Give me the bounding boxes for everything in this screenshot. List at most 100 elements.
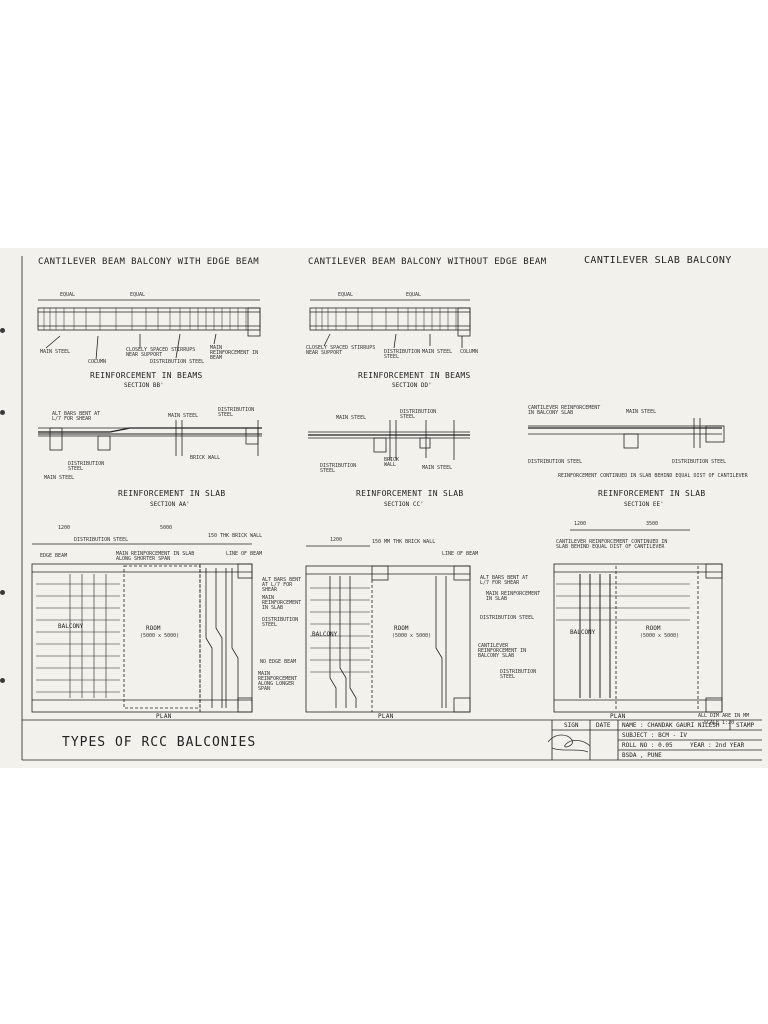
caption-plan-2: PLAN <box>378 713 394 720</box>
punch-hole <box>0 678 5 683</box>
caption-section-ee: SECTION EE' <box>624 501 664 508</box>
label-main-steel: MAIN STEEL <box>44 475 75 481</box>
dim-1200: 1200 <box>574 521 587 527</box>
label-main-steel: MAIN STEEL <box>168 413 199 419</box>
label-line-of-beam: LINE OF BEAM <box>226 551 263 557</box>
plan-1 <box>31 543 253 713</box>
label-main-steel: MAIN STEEL <box>422 349 453 355</box>
label-closely-spaced: CLOSELY SPACED STIRRUPS NEAR SUPPORT <box>126 347 196 358</box>
tb-subject: SUBJECT : BCM - IV <box>622 732 688 739</box>
label-distribution-steel: DISTRIBUTION STEEL <box>218 407 255 418</box>
label-main-steel: MAIN STEEL <box>422 465 453 471</box>
caption-beams-2: REINFORCEMENT IN BEAMS <box>358 371 471 380</box>
caption-section-cc: SECTION CC' <box>384 501 424 508</box>
plan-2 <box>305 545 471 713</box>
label-distribution-steel: DISTRIBUTION STEEL <box>500 669 537 680</box>
dim-equal: EQUAL <box>406 292 422 298</box>
scale-note: ALL DIM ARE IN MM <box>698 713 750 719</box>
label-brick-wall: BRICK WALL <box>190 455 221 461</box>
linework <box>21 256 762 761</box>
caption-slab-1: REINFORCEMENT IN SLAB <box>118 489 226 498</box>
label-room: ROOM <box>646 625 661 632</box>
label-distribution-steel: DISTRIBUTION STEEL <box>320 463 357 474</box>
label-main-reinf-slab: MAIN REINFORCEMENT IN SLAB <box>486 591 541 602</box>
tb-name: NAME : CHANDAK GAURI NILESH <box>622 722 720 729</box>
caption-beams-1: REINFORCEMENT IN BEAMS <box>90 371 203 380</box>
dim-equal: EQUAL <box>338 292 354 298</box>
label-distribution-steel: DISTRIBUTION STEEL <box>672 459 727 465</box>
caption-section-dd: SECTION DD' <box>392 382 432 389</box>
drawing-sheet: CANTILEVER BEAM BALCONY WITH EDGE BEAM C… <box>0 248 768 768</box>
label-balcony: BALCONY <box>570 629 596 636</box>
beam-elevation-2 <box>309 299 471 349</box>
label-alt-bars: ALT BARS BENT AT L/7 FOR SHEAR <box>52 411 101 422</box>
drawing-title: TYPES OF RCC BALCONIES <box>62 735 257 750</box>
slab-section-1 <box>38 420 262 456</box>
label-distribution-steel: DISTRIBUTION STEEL <box>480 615 535 621</box>
label-balcony: BALCONY <box>312 631 338 638</box>
label-room: ROOM <box>394 625 409 632</box>
title-without-edge-beam: CANTILEVER BEAM BALCONY WITHOUT EDGE BEA… <box>308 257 547 267</box>
dim-1200: 1200 <box>58 525 71 531</box>
tb-stamp: STAMP <box>736 722 755 729</box>
title-block-lines <box>22 719 762 760</box>
label-distribution-steel: DISTRIBUTION STEEL <box>262 617 299 628</box>
label-no-edge-beam: NO EDGE BEAM <box>260 659 297 665</box>
label-main-reinf-beam: MAIN REINFORCEMENT IN BEAM <box>210 345 259 361</box>
label-edge-beam: EDGE BEAM <box>40 553 68 559</box>
label-distribution-steel: DISTRIBUTION STEEL <box>400 409 437 420</box>
label-distribution-steel: DISTRIBUTION STEEL <box>74 537 129 543</box>
label-brick-wall: BRICK WALL <box>384 457 400 468</box>
label-main-steel: MAIN STEEL <box>626 409 657 415</box>
caption-plan-1: PLAN <box>156 713 172 720</box>
caption-section-aa: SECTION AA' <box>150 501 190 508</box>
title-with-edge-beam: CANTILEVER BEAM BALCONY WITH EDGE BEAM <box>38 257 260 267</box>
slab-section-2 <box>308 420 470 460</box>
label-balcony: BALCONY <box>58 623 84 630</box>
label-room-dims: (5000 x 5000) <box>140 633 180 639</box>
label-alt-bars: ALT BARS BENT AT L/7 FOR SHEAR <box>480 575 529 586</box>
label-alt-bars: ALT BARS BENT AT L/7 FOR SHEAR <box>262 577 302 593</box>
plan-3 <box>553 529 723 713</box>
tb-year: YEAR : 2nd YEAR <box>690 742 745 749</box>
punch-hole <box>0 410 5 415</box>
dim-equal: EQUAL <box>60 292 76 298</box>
dim-5000: 5000 <box>160 525 173 531</box>
label-main-reinf-shorter: MAIN REINFORCEMENT IN SLAB ALONG SHORTER… <box>116 551 195 562</box>
label-column: COLUMN <box>460 349 479 355</box>
tb-roll: ROLL NO : 0.05 <box>622 742 673 749</box>
label-main-reinf-longer: MAIN REINFORCEMENT ALONG LONGER SPAN <box>258 671 298 692</box>
label-cantilever-in-balcony: CANTILEVER REINFORCEMENT IN BALCONY SLAB <box>478 643 527 659</box>
label-distribution-steel: DISTRIBUTION STEEL <box>150 359 205 365</box>
punch-hole <box>0 328 5 333</box>
beam-elevation-1 <box>37 299 261 361</box>
tb-sign: SIGN <box>564 722 579 729</box>
label-closely-spaced: CLOSELY SPACED STIRRUPS NEAR SUPPORT <box>306 345 376 356</box>
tb-college: BSDA , PUNE <box>622 752 662 759</box>
label-main-steel: MAIN STEEL <box>336 415 367 421</box>
label-cantilever-continued: CANTILEVER REINFORCEMENT CONTINUED IN SL… <box>556 539 668 550</box>
dim-equal: EQUAL <box>130 292 146 298</box>
label-cantilever-reinf: CANTILEVER REINFORCEMENT IN BALCONY SLAB <box>528 405 601 416</box>
dim-3500: 3500 <box>646 521 659 527</box>
caption-slab-2: REINFORCEMENT IN SLAB <box>356 489 464 498</box>
label-distribution-steel: DISTRIBUTION STEEL <box>384 349 421 360</box>
caption-section-bb: SECTION BB' <box>124 382 164 389</box>
title-cantilever-slab: CANTILEVER SLAB BALCONY <box>584 255 732 266</box>
label-main-steel: MAIN STEEL <box>40 349 71 355</box>
label-room: ROOM <box>146 625 161 632</box>
label-main-reinf-slab: MAIN REINFORCEMENT IN SLAB <box>262 595 302 611</box>
label-room-dims: (5000 x 5000) <box>392 633 432 639</box>
label-reinf-continued: REINFORCEMENT CONTINUED IN SLAB BEHIND E… <box>558 473 748 479</box>
tb-date: DATE <box>596 722 611 729</box>
dim-1200: 1200 <box>330 537 343 543</box>
signature <box>547 734 591 753</box>
label-column: COLUMN <box>88 359 107 365</box>
label-distribution-steel: DISTRIBUTION STEEL <box>528 459 583 465</box>
punch-hole <box>0 590 5 595</box>
slab-section-3 <box>528 418 725 449</box>
label-thk-wall: 150 MM THK BRICK WALL <box>372 539 436 545</box>
scale: SCALE 1:20 <box>704 720 735 726</box>
label-distribution-steel: DISTRIBUTION STEEL <box>68 461 105 472</box>
caption-plan-3: PLAN <box>610 713 626 720</box>
